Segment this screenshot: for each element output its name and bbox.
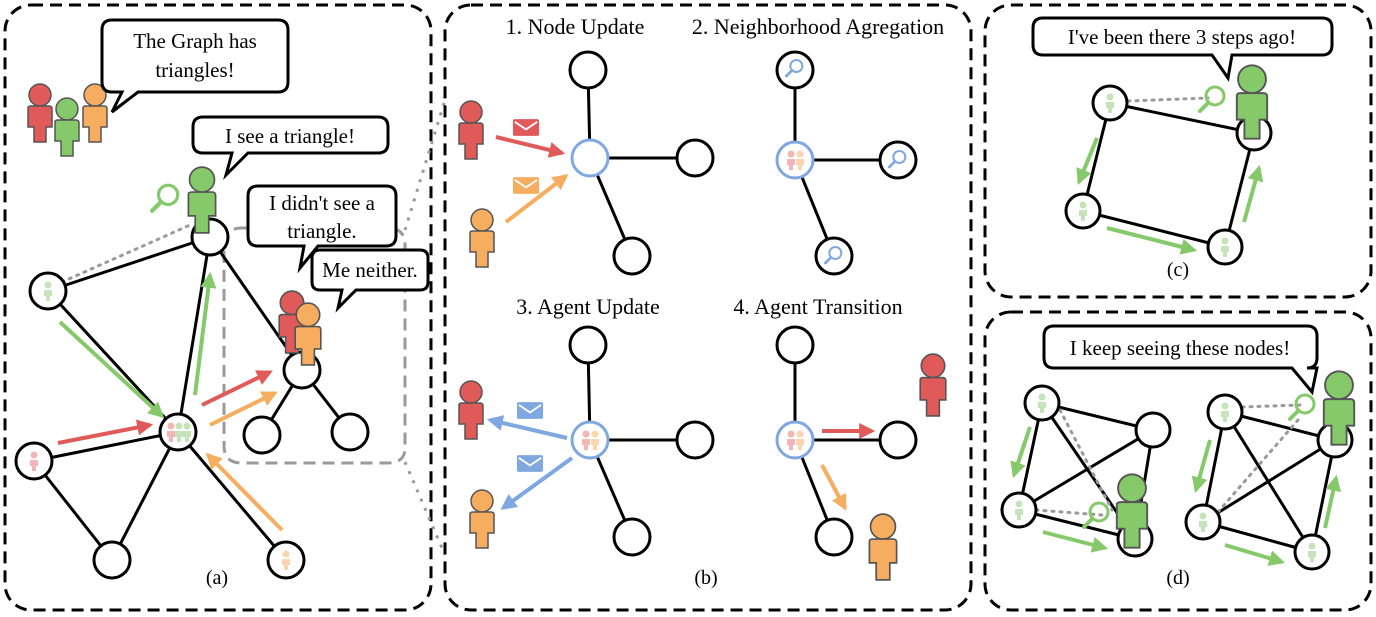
agent-orange-icon	[868, 513, 898, 581]
zoom-line-top	[403, 99, 447, 231]
panel-b: 1. Node Update 2. Neighborhood Agregatio…	[443, 3, 973, 612]
speech-bubble	[246, 184, 398, 274]
observe-line	[1126, 96, 1210, 103]
bubble-orange: Me neither.	[322, 258, 418, 282]
bubble-red-line2: triangle.	[287, 219, 356, 243]
bubble-group-line2: triangles!	[155, 58, 234, 82]
panel-a-frame	[3, 3, 433, 612]
magnifier-icon	[1288, 393, 1316, 421]
step3-title: 3. Agent Update	[516, 294, 660, 319]
bubble-group-line1: The Graph has	[133, 29, 257, 53]
zoom-line-bottom	[403, 461, 447, 556]
green-move-arrow	[1010, 426, 1032, 479]
red-move-arrow	[57, 419, 154, 445]
step2-title: 2. Neighborhood Agregation	[692, 14, 944, 39]
panel-a: The Graph has triangles! I see a triangl…	[3, 3, 447, 612]
panel-a-label: (a)	[206, 567, 228, 589]
magnifier-icon	[152, 185, 178, 211]
step4-graph	[775, 325, 947, 581]
agent-red-icon	[457, 379, 485, 441]
node	[92, 540, 132, 580]
step1-title: 1. Node Update	[506, 14, 645, 39]
node	[242, 415, 282, 455]
step3-graph	[457, 325, 715, 557]
green-move-arrow	[58, 320, 165, 419]
speech-bubble	[310, 248, 430, 313]
panel-c-frame	[983, 3, 1373, 299]
center-node	[570, 138, 610, 178]
panel-d-label: (d)	[1166, 567, 1189, 589]
envelope-icon	[515, 454, 545, 473]
agent-red-icon	[457, 99, 485, 161]
magnifier-icon	[1082, 501, 1110, 529]
message-arrow-blue	[486, 415, 568, 440]
orange-move-arrow	[209, 391, 278, 427]
green-move-arrow	[1106, 226, 1198, 255]
agent-red-icon	[27, 83, 53, 143]
green-move-arrow	[1224, 543, 1286, 567]
step2-graph	[775, 50, 918, 276]
node	[330, 412, 370, 452]
message-arrow-blue	[500, 456, 574, 510]
green-move-arrow	[1323, 474, 1342, 529]
speech-bubble	[1031, 16, 1334, 82]
green-move-arrow	[1242, 164, 1264, 223]
observe-line	[60, 223, 192, 284]
agent-red-icon	[919, 352, 947, 418]
bubble-c: I've been there 3 steps ago!	[1068, 25, 1296, 49]
speech-bubble	[191, 115, 390, 181]
green-move-arrow	[1191, 439, 1212, 494]
panel-d: I keep seeing these nodes! (d)	[983, 310, 1373, 612]
panel-b-frame	[443, 3, 973, 612]
d-left-graph	[1000, 384, 1172, 558]
orange-move-arrow	[205, 452, 284, 532]
message-arrow-red	[495, 135, 566, 158]
green-move-arrow	[193, 271, 217, 396]
green-move-arrow	[1076, 137, 1099, 185]
d-right-graph	[1184, 370, 1356, 571]
magnifier-icon	[1198, 85, 1226, 113]
panel-c-label: (c)	[1167, 259, 1189, 281]
graph-edges	[32, 235, 352, 561]
agent-orange-icon	[468, 488, 496, 550]
step1-graph	[457, 50, 715, 276]
bubble-green: I see a triangle!	[225, 124, 355, 148]
transition-arrow-orange	[820, 464, 847, 511]
speech-bubble	[100, 18, 290, 114]
panel-c: I've been there 3 steps ago! (c)	[983, 3, 1373, 299]
red-move-arrow	[201, 370, 273, 407]
agent-orange-icon	[468, 207, 496, 269]
panel-d-frame	[983, 310, 1373, 612]
step4-title: 4. Agent Transition	[733, 294, 902, 319]
envelope-icon	[511, 176, 541, 195]
panel-b-label: (b)	[694, 567, 717, 589]
green-move-arrow	[1042, 530, 1109, 553]
bubble-red-line1: I didn't see a	[269, 191, 376, 215]
bubble-d: I keep seeing these nodes!	[1070, 336, 1290, 360]
message-arrow-orange	[504, 174, 569, 224]
agent-green-icon	[54, 97, 80, 157]
envelope-icon	[515, 401, 545, 420]
graph-nodes	[14, 217, 370, 580]
envelope-icon	[511, 118, 541, 137]
agent-orange-icon	[82, 83, 108, 143]
speech-bubble	[1042, 324, 1319, 396]
